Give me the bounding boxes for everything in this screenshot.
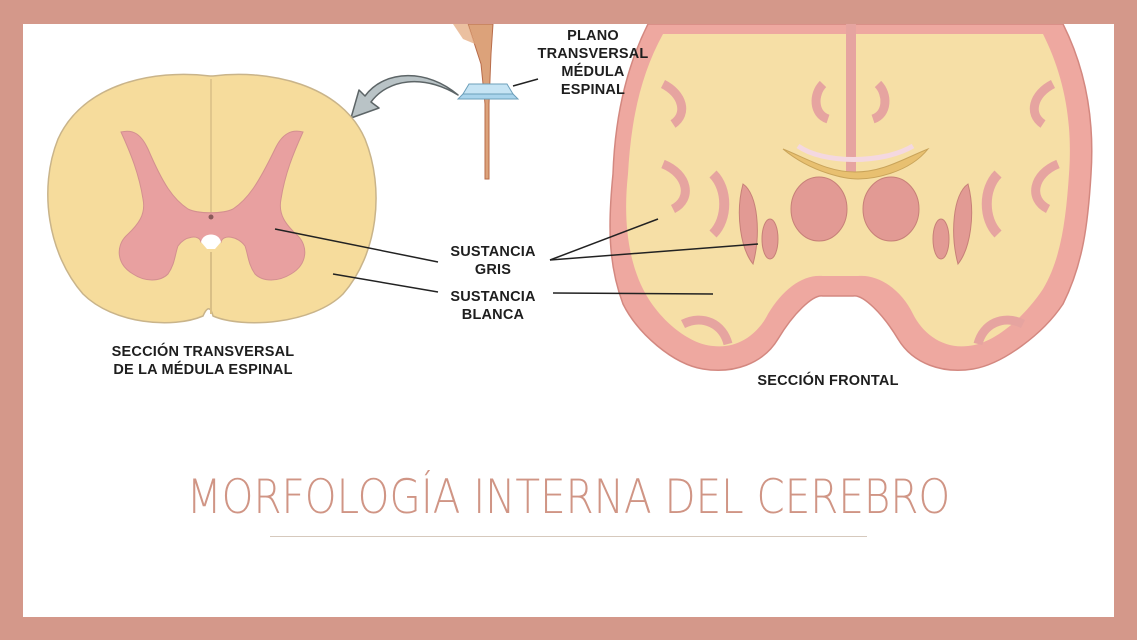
spinal-caption-line1: SECCIÓN TRANSVERSAL [111,344,295,360]
brain-caption-text: SECCIÓN FRONTAL [757,373,899,389]
spinal-cord-column [453,24,539,180]
white-matter-label: SUSTANCIA BLANCA [433,288,553,324]
slide-title: MORFOLOGÍA INTERNA DEL CEREBRO [186,470,951,525]
spinal-section-caption: SECCIÓN TRANSVERSAL DE LA MÉDULA ESPINAL [88,343,318,379]
gray-matter-label-line1: SUSTANCIA [450,244,536,260]
spinal-caption-line2: DE LA MÉDULA ESPINAL [113,362,293,378]
neuroanatomy-figure: PLANO TRANSVERSAL MÉDULA ESPINAL SUSTANC… [23,24,1114,404]
title-underline [270,536,867,537]
brain-frontal-section [549,24,1093,371]
spinal-cord-cross-section [47,73,439,324]
plane-label-line3: MÉDULA [561,64,625,80]
plane-label-line4: ESPINAL [560,82,626,98]
white-matter-label-line1: SUSTANCIA [450,289,536,305]
brain-section-caption: SECCIÓN FRONTAL [748,372,908,390]
gray-matter-label: SUSTANCIA GRIS [433,243,553,279]
gray-matter-label-line2: GRIS [474,262,512,278]
plane-label: PLANO TRANSVERSAL MÉDULA ESPINAL [518,27,668,99]
plane-label-line2: TRANSVERSAL [537,46,649,62]
curved-arrow-icon [350,75,459,119]
plane-label-line1: PLANO [567,28,619,44]
white-matter-label-line2: BLANCA [461,307,525,323]
slide: PLANO TRANSVERSAL MÉDULA ESPINAL SUSTANC… [23,24,1114,617]
anatomy-illustration [47,24,1093,371]
